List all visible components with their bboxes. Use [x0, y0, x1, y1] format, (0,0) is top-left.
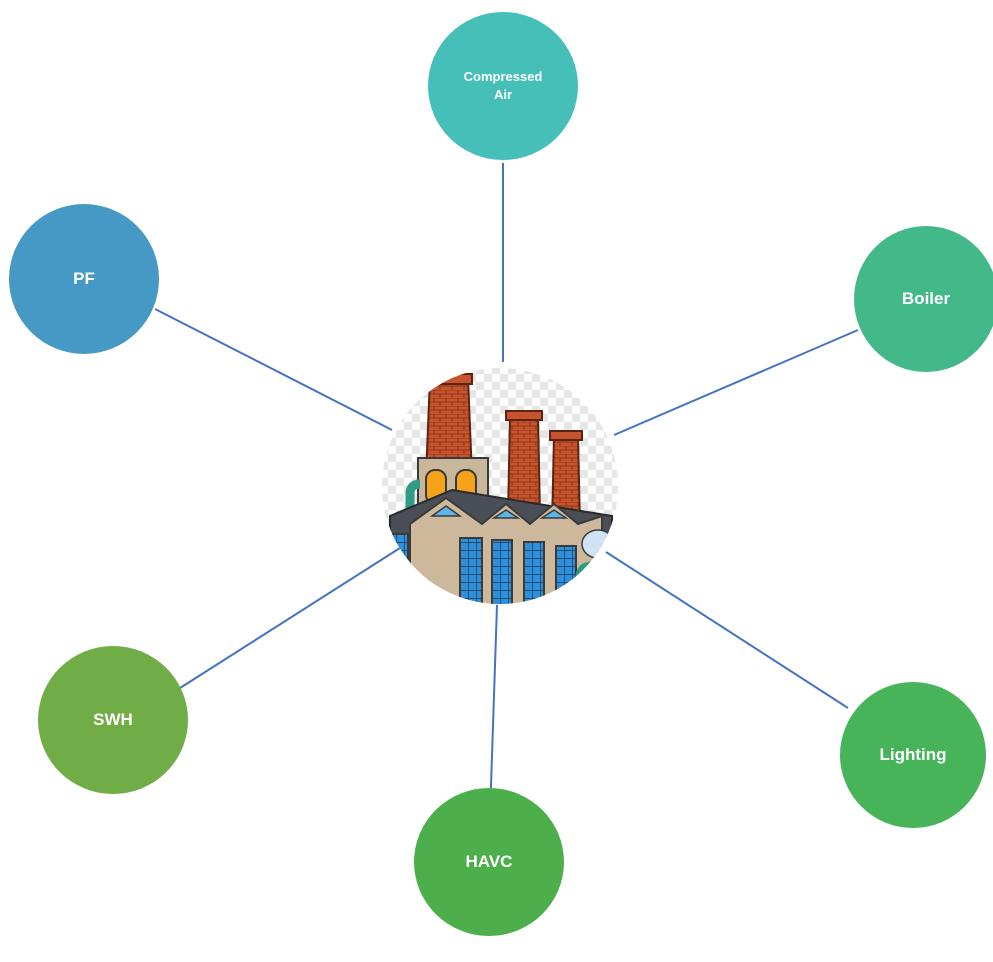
node-pf: PF: [9, 204, 159, 354]
node-boiler: Boiler: [854, 226, 993, 372]
node-label: PF: [73, 269, 95, 288]
node-label: Lighting: [879, 745, 947, 764]
node-lighting: Lighting: [840, 682, 986, 828]
node-label: Compressed: [463, 69, 543, 85]
node-compressed-air: Compressed Air: [428, 12, 578, 160]
node-label: SWH: [93, 710, 133, 729]
node-swh: SWH: [38, 646, 188, 794]
factory-icon: [382, 368, 618, 604]
connector-lighting: [605, 551, 849, 709]
node-havc: HAVC: [414, 788, 564, 936]
connector-havc: [489, 604, 498, 817]
connector-pf: [154, 308, 393, 431]
node-label: Air: [493, 87, 513, 102]
connector-boiler: [613, 329, 859, 436]
factory-hub: [380, 366, 620, 606]
node-label: HAVC: [465, 852, 513, 871]
node-label: Boiler: [901, 289, 951, 308]
connector-swh: [179, 547, 401, 689]
